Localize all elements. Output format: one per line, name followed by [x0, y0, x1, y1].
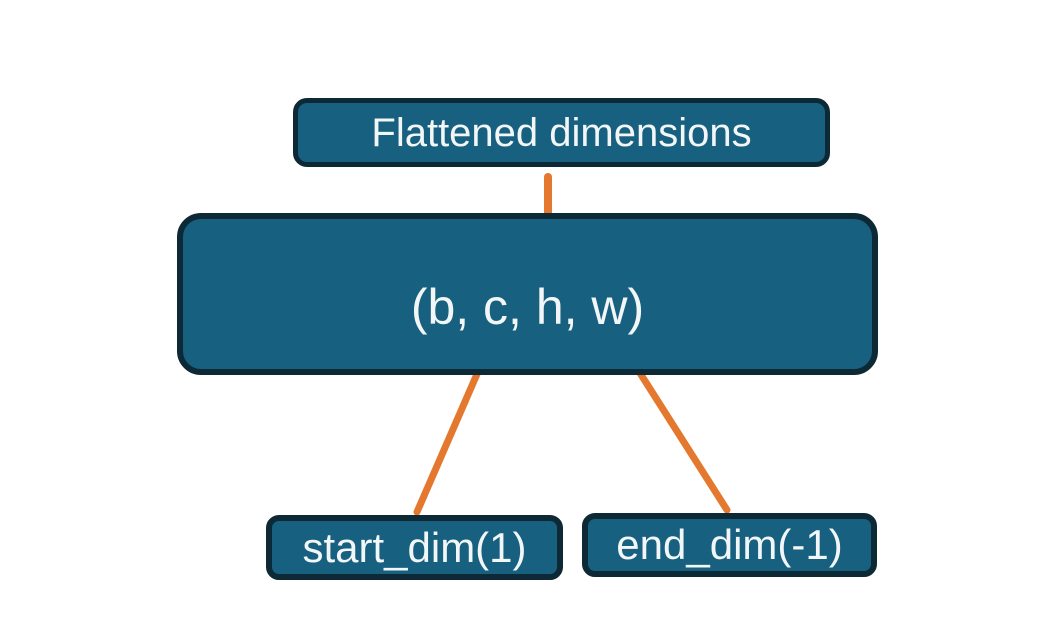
flattened-dimensions-label: Flattened dimensions [371, 110, 752, 155]
flattened-dimensions-box: Flattened dimensions [293, 98, 830, 167]
start-dim-box: start_dim(1) [266, 515, 563, 580]
end-dim-box: end_dim(-1) [582, 513, 877, 577]
tuple-label: (b, c, h, w) [410, 279, 645, 335]
end-dim-label: end_dim(-1) [616, 521, 843, 568]
tuple-box: (b, c, h, w) [177, 213, 878, 375]
start-dim-label: start_dim(1) [302, 523, 527, 571]
